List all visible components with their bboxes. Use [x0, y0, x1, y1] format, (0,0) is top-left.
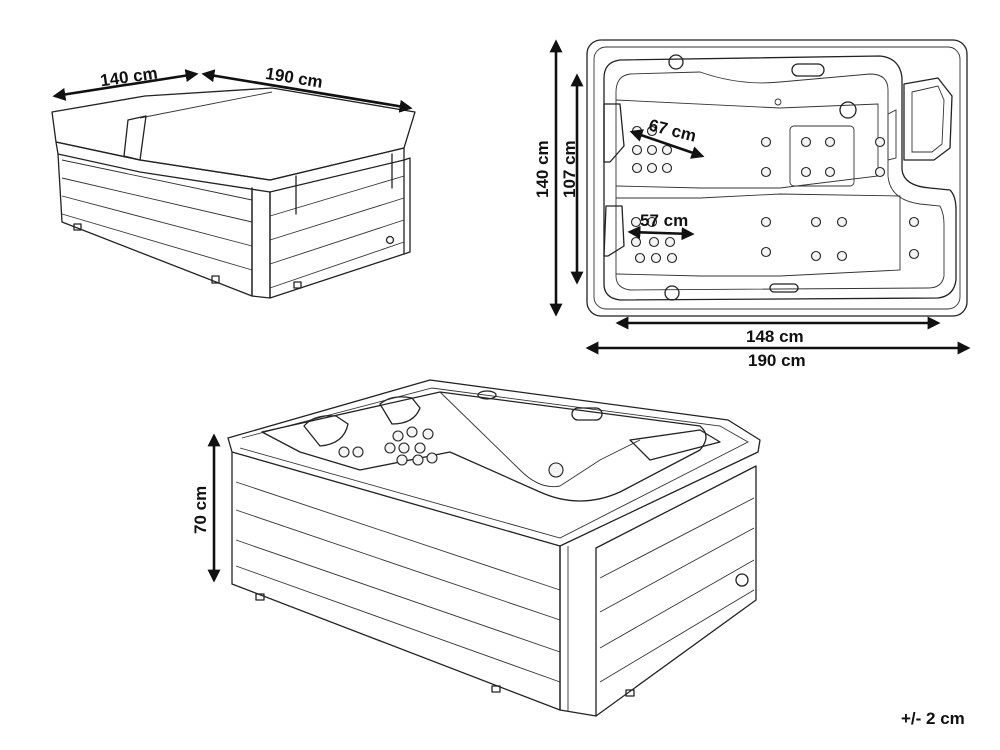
- open-tub-view: 70 cm: [191, 379, 761, 717]
- dim-plan-inner-width: 148 cm: [746, 327, 804, 346]
- dim-cover-depth: 140 cm: [99, 64, 159, 91]
- covered-tub-view: 140 cm 190 cm: [51, 64, 416, 299]
- dim-height: 70 cm: [191, 486, 210, 534]
- dim-plan-outer-depth: 140 cm: [533, 140, 552, 198]
- dim-plan-outer-width: 190 cm: [748, 351, 806, 370]
- tolerance-note: +/- 2 cm: [901, 709, 965, 728]
- dim-seat-upper: 67 cm: [647, 116, 698, 146]
- top-plan-view: 67 cm 57 cm 140 cm 107 cm 148 cm 190 cm: [533, 39, 971, 370]
- dim-plan-inner-depth: 107 cm: [560, 140, 579, 198]
- dim-seat-lower: 57 cm: [640, 211, 688, 230]
- jets-perspective: [338, 426, 564, 478]
